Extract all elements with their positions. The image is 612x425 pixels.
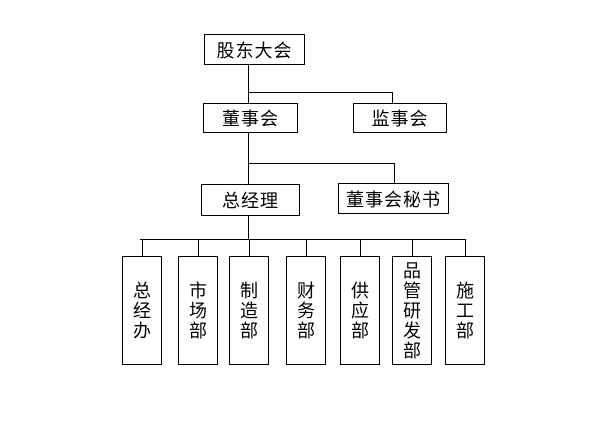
connector-level2-horizontal [248,92,393,93]
connector-supervisory-drop [392,92,393,103]
node-dept-general-office: 总经办 [122,256,162,365]
node-board-of-directors: 董事会 [203,103,298,133]
node-dept-finance-label: 财务部 [297,280,315,341]
node-shareholders-meeting-label: 股东大会 [216,40,293,61]
node-dept-manufacturing-label: 制造部 [240,280,258,341]
node-supervisory-board: 监事会 [353,103,447,133]
connector-dept-stub [412,239,413,256]
node-dept-quality-rnd-label: 品管研发部 [403,260,421,361]
node-dept-supply: 供应部 [340,256,380,365]
connector-dept-stub [198,239,199,256]
node-dept-construction-label: 施工部 [456,280,474,341]
connector-departments-bus [140,239,466,240]
node-dept-marketing-label: 市场部 [189,280,207,341]
connector-gm-drop [248,216,249,240]
node-dept-marketing: 市场部 [178,256,218,365]
node-supervisory-board-label: 监事会 [371,109,429,129]
node-dept-finance: 财务部 [286,256,326,365]
connector-board-drop [248,133,249,184]
node-shareholders-meeting: 股东大会 [204,34,305,65]
node-board-secretary-label: 董事会秘书 [346,189,441,210]
connector-dept-stub [249,239,250,256]
connector-level3-horizontal [248,163,395,164]
node-board-of-directors-label: 董事会 [222,109,279,129]
connector-dept-stub [306,239,307,256]
node-general-manager-label: 总经理 [222,191,279,211]
connector-secretary-drop [394,163,395,183]
connector-dept-stub [465,239,466,256]
connector-shareholders-drop [248,65,249,103]
node-board-secretary: 董事会秘书 [338,183,449,214]
node-dept-quality-rnd: 品管研发部 [392,256,432,365]
node-general-manager: 总经理 [201,184,300,216]
node-dept-general-office-label: 总经办 [133,280,151,341]
node-dept-supply-label: 供应部 [351,280,369,341]
node-dept-manufacturing: 制造部 [229,256,269,365]
node-dept-construction: 施工部 [445,256,485,365]
connector-dept-stub [142,239,143,256]
connector-dept-stub [360,239,361,256]
